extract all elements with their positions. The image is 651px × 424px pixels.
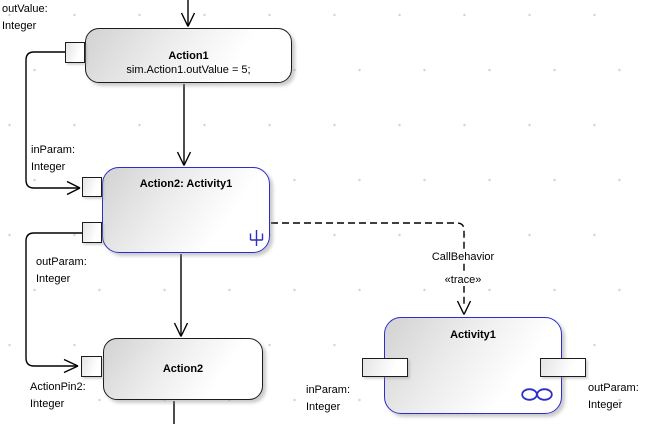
callaction-title: Action2: Activity1 bbox=[139, 178, 233, 190]
activity-parameter-node-inparam[interactable] bbox=[362, 358, 408, 377]
action-node-action1[interactable]: Action1 sim.Action1.outValue = 5; bbox=[85, 28, 292, 83]
input-pin-actionpin2[interactable] bbox=[81, 356, 102, 377]
callbehavior-node-action2-activity1[interactable]: Action2: Activity1 bbox=[102, 167, 270, 253]
output-pin-outvalue[interactable] bbox=[65, 42, 85, 63]
param-label-activity-outparam: outParam: Integer bbox=[588, 382, 639, 411]
trace-stereotype-label: «trace» bbox=[442, 274, 484, 286]
action2-title: Action2 bbox=[162, 363, 204, 375]
trace-connector-name-label: CallBehavior bbox=[429, 251, 497, 263]
activity-parameter-node-outparam[interactable] bbox=[540, 358, 586, 377]
object-flow-outparam-to-actionpin2[interactable] bbox=[25, 232, 82, 374]
activity1-title: Activity1 bbox=[450, 329, 496, 341]
composite-behavior-icon bbox=[521, 388, 553, 401]
object-flow-outvalue-to-inparam[interactable] bbox=[25, 51, 81, 196]
action-node-action2[interactable]: Action2 bbox=[103, 338, 263, 400]
pin-label-inparam: inParam: Integer bbox=[31, 144, 76, 173]
pin-label-actionpin2: ActionPin2: Integer bbox=[30, 381, 86, 410]
action1-title: Action1 bbox=[168, 50, 209, 62]
control-flow-action1-to-callaction[interactable] bbox=[176, 84, 192, 166]
action1-effect-text: sim.Action1.outValue = 5; bbox=[126, 64, 251, 76]
input-pin-inparam[interactable] bbox=[82, 177, 102, 197]
activity-node-activity1[interactable]: Activity1 bbox=[384, 317, 562, 414]
pin-label-outvalue: outValue: Integer bbox=[2, 3, 48, 32]
control-flow-into-action1[interactable] bbox=[180, 0, 196, 27]
output-pin-outparam[interactable] bbox=[82, 222, 102, 243]
control-flow-callaction-to-action2[interactable] bbox=[173, 254, 189, 337]
trace-connector-callaction-to-activity1[interactable] bbox=[271, 222, 472, 315]
rake-icon bbox=[249, 230, 264, 246]
param-label-activity-inparam: inParam: Integer bbox=[306, 384, 351, 413]
pin-label-outparam: outParam: Integer bbox=[36, 256, 87, 285]
